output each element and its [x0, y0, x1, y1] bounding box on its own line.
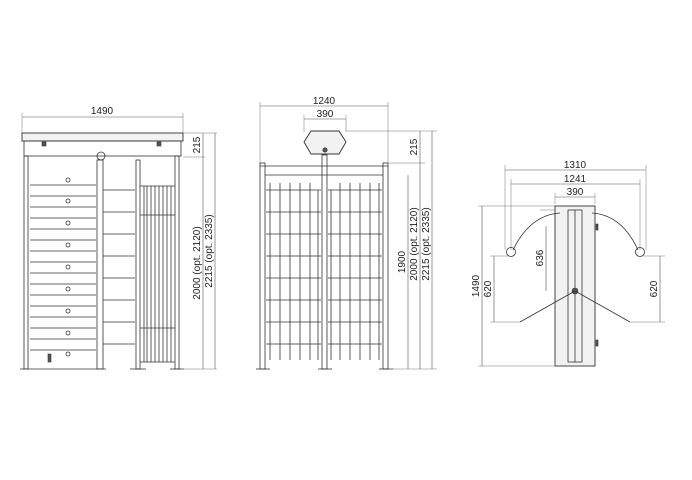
- side-view: 1240 390: [256, 96, 437, 370]
- top-view: 1310 1241 390 636 1490: [471, 160, 665, 367]
- side-center-post: [321, 154, 328, 370]
- front-top-canopy: [21, 132, 184, 142]
- front-central-shaft: [96, 159, 104, 370]
- top-inner-dimension: 1241: [564, 174, 587, 185]
- front-left-post: [23, 155, 29, 370]
- front-right-post: [174, 155, 180, 370]
- front-rotor-arms: [30, 177, 96, 357]
- side-top-dimension: 215: [409, 138, 420, 155]
- side-width-dimension: 1240: [313, 96, 336, 107]
- top-center-dimension: 390: [567, 187, 584, 198]
- top-right-guide-end: [635, 247, 645, 257]
- front-top-dimension: 215: [192, 136, 203, 153]
- front-height-dimension-1: 2000 (opt. 2120): [192, 226, 203, 299]
- front-height-dimension-2: 2215 (opt. 2335): [204, 214, 215, 287]
- side-right-panel: [328, 183, 382, 360]
- top-right-curved-guide: [591, 212, 639, 251]
- front-mid-post: [135, 159, 141, 370]
- top-rotor-arm-right: [574, 290, 631, 323]
- front-fixed-barrier: [140, 185, 175, 363]
- top-left-curved-guide: [512, 212, 561, 251]
- top-arm-dimension: 636: [535, 249, 546, 266]
- side-height-dimension-1: 2000 (opt. 2120): [409, 207, 420, 280]
- front-arm-connectors: [103, 189, 135, 345]
- side-left-post: [259, 162, 266, 370]
- side-card-reader-head: [303, 130, 347, 155]
- top-rotor-arm-left: [519, 290, 576, 323]
- top-outer-dimension: 1310: [564, 160, 587, 171]
- front-width-dimension: 1490: [91, 106, 114, 117]
- side-right-post: [382, 162, 389, 370]
- top-depth-dimension: 1490: [471, 274, 482, 297]
- top-right-half-dimension: 620: [649, 280, 660, 297]
- front-canopy-body: [23, 140, 182, 157]
- front-canopy-bolt: [41, 141, 47, 147]
- side-left-panel: [266, 183, 321, 360]
- side-passage-dimension: 1900: [397, 250, 408, 273]
- side-reader-lens: [322, 147, 328, 153]
- top-left-guide-end: [506, 247, 516, 257]
- front-anchor: [47, 353, 52, 363]
- front-view: 1490: [20, 106, 217, 370]
- front-canopy-bolt: [156, 141, 162, 147]
- side-height-dimension-2: 2215 (opt. 2335): [421, 207, 432, 280]
- side-reader-dimension: 390: [317, 109, 334, 120]
- top-left-half-dimension: 620: [483, 280, 494, 297]
